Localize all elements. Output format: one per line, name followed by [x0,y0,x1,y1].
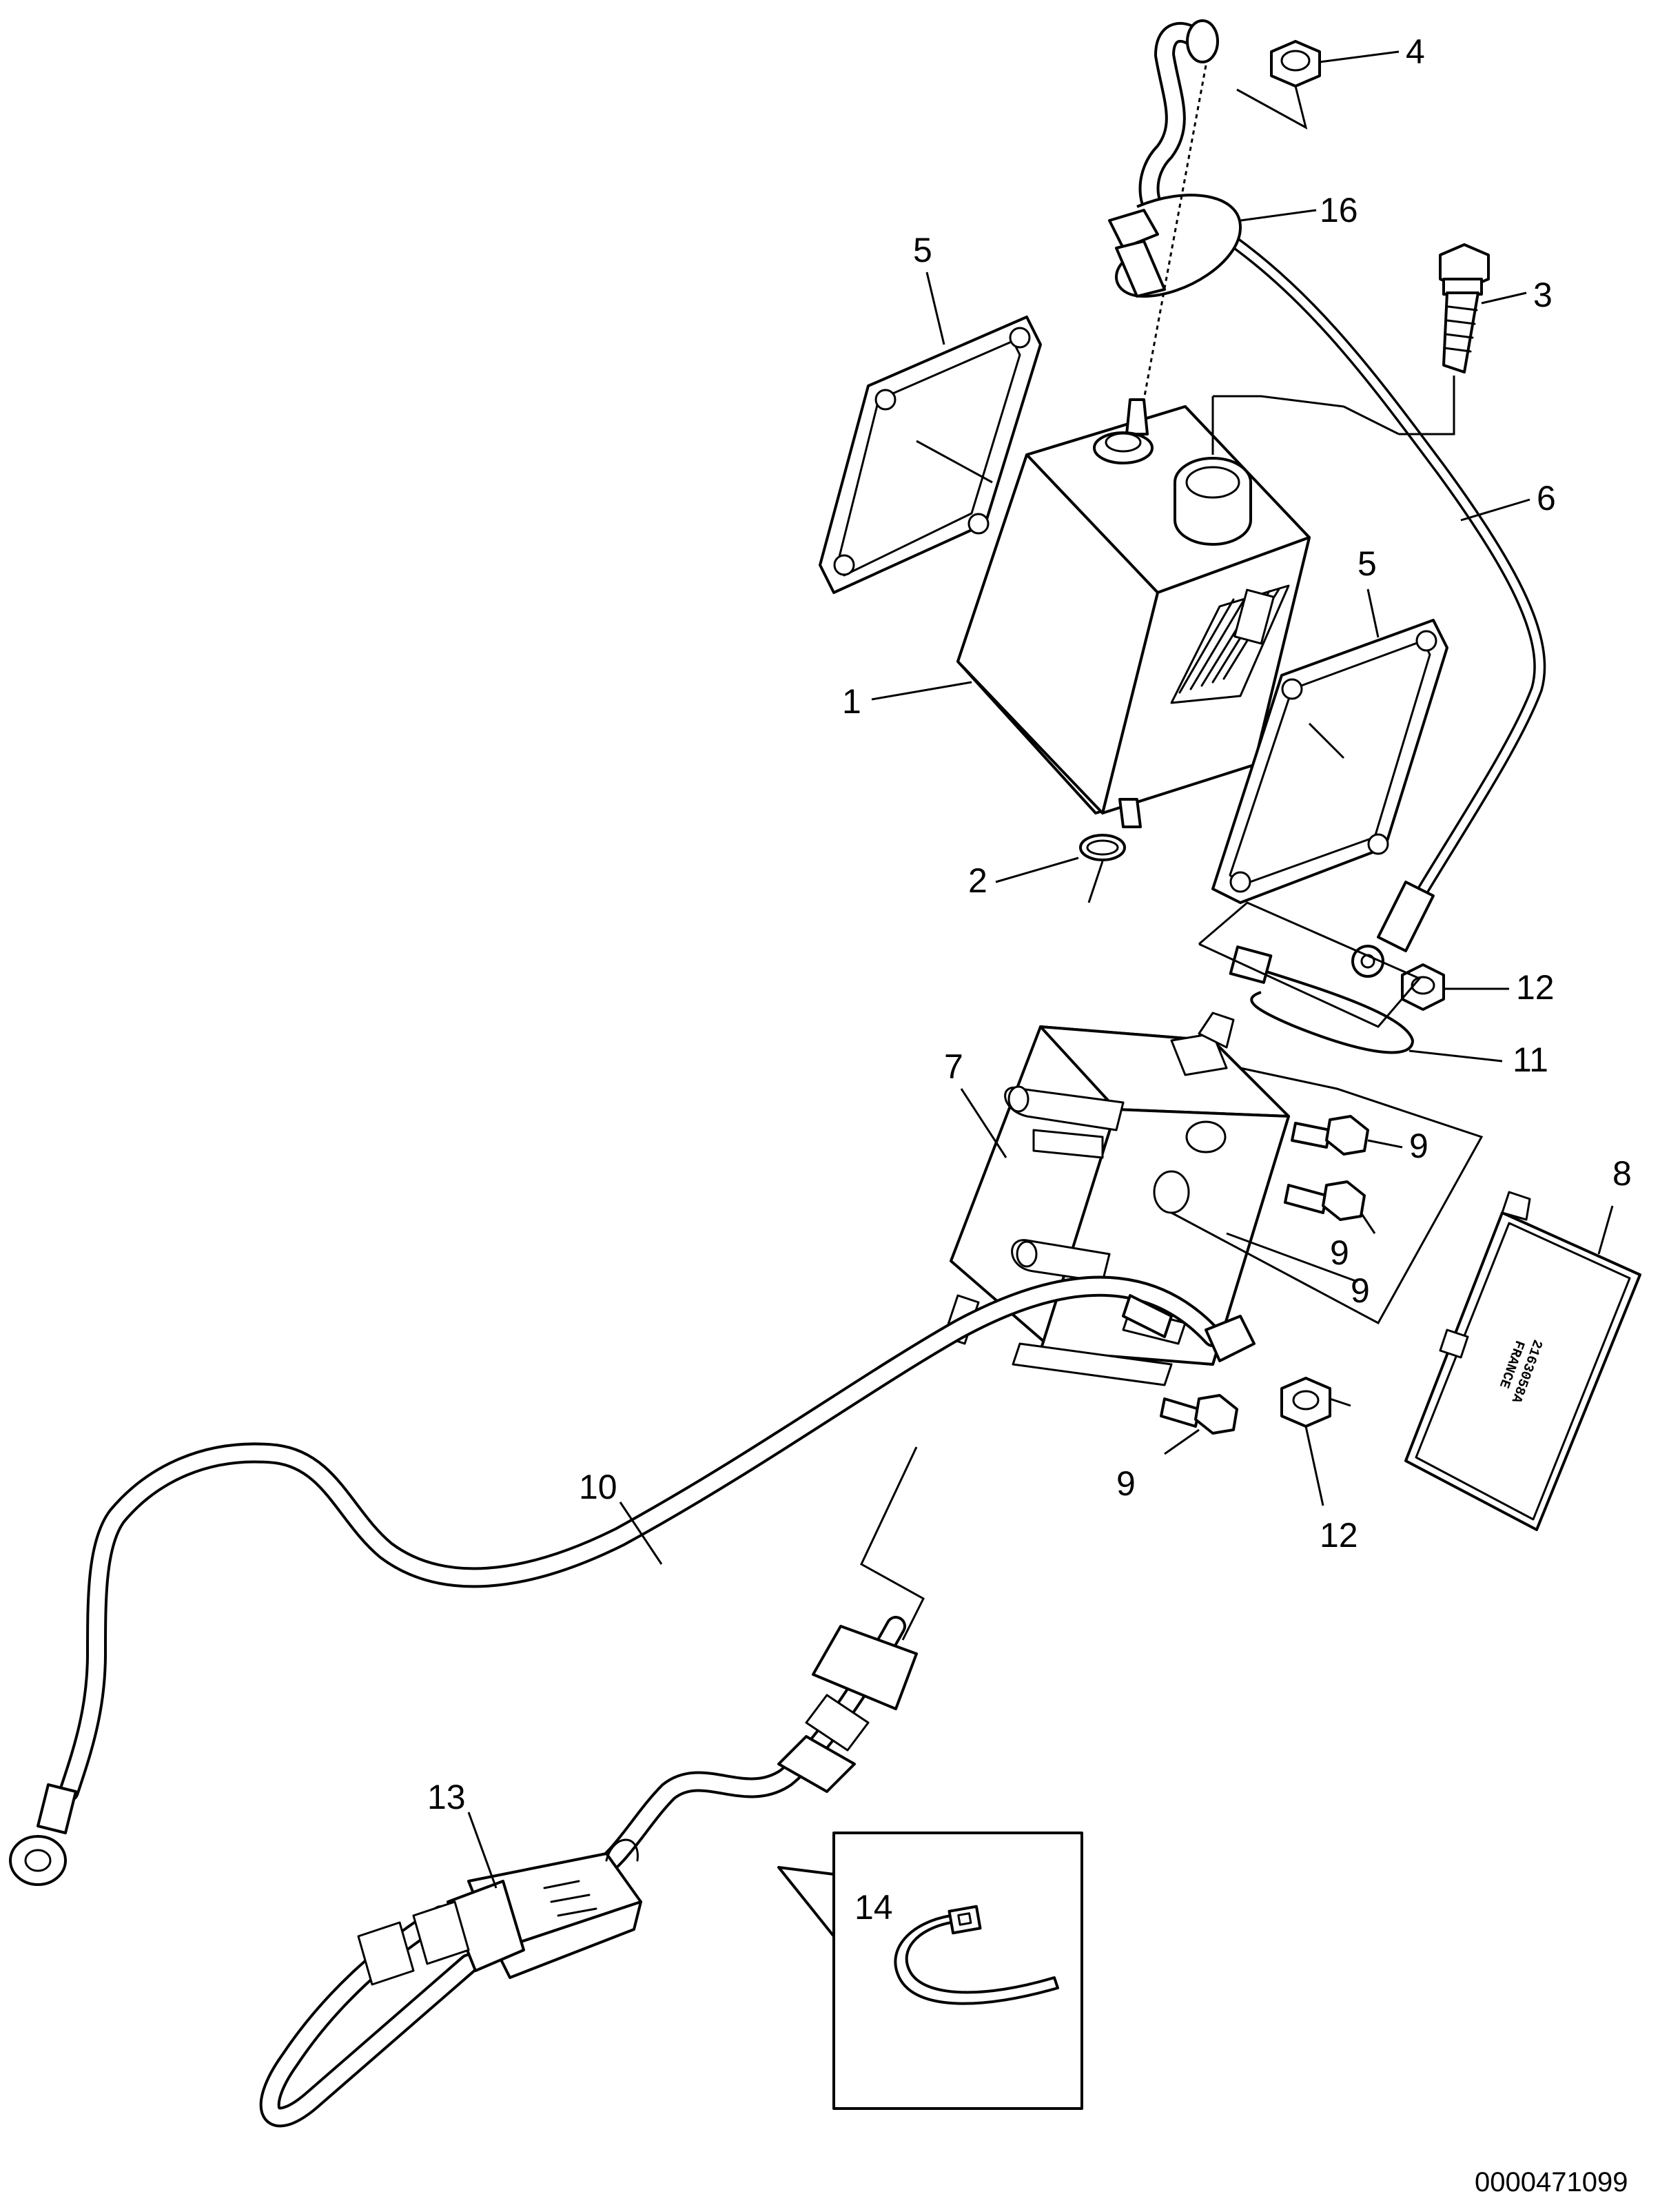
strap-11 [1229,945,1414,1054]
callout-14: 14 [854,1888,893,1927]
cable-10 [9,1275,1256,1886]
clamp-16 [1108,194,1242,298]
callout-1: 1 [842,682,861,721]
nut-12-lower [1280,1377,1331,1428]
callout-16: 16 [1320,191,1358,229]
module-1 [956,398,1311,828]
callout-9-d: 9 [1116,1464,1136,1503]
callout-13: 13 [427,1778,466,1816]
harness-13 [259,1616,918,2128]
gasket-5-right [1211,619,1448,904]
callout-12-upper: 12 [1516,968,1555,1007]
callout-6: 6 [1537,479,1556,517]
o-ring-2 [1079,834,1126,861]
bolt-9-c [1160,1394,1238,1435]
callout-5-left: 5 [913,231,932,269]
callout-5-right: 5 [1358,544,1377,583]
callout-12-lower: 12 [1320,1516,1358,1555]
ground-cable-6 [1207,221,1546,978]
detail-box-14 [777,1832,1083,2110]
callout-7: 7 [944,1047,963,1086]
callout-10: 10 [579,1468,617,1506]
top-hose [1138,19,1219,231]
callout-11: 11 [1513,1040,1548,1079]
gasket-5-left [819,316,1042,594]
document-id: 0000471099 [1475,2167,1628,2197]
callout-9-b: 9 [1330,1233,1349,1272]
bolt-3 [1439,243,1490,373]
nut-4 [1270,40,1321,88]
callout-2: 2 [968,861,987,900]
nut-12-upper [1401,963,1445,1011]
callout-3: 3 [1533,276,1553,314]
cable-tie-14 [894,1905,1059,2005]
callout-9-c: 9 [1351,1271,1370,1310]
cover-8: 2163058A FRANCE [1404,1191,1641,1531]
callout-9-a: 9 [1409,1127,1428,1165]
leader-lines [467,50,1614,1889]
callout-8: 8 [1612,1154,1632,1193]
bolt-9-b [1284,1180,1366,1221]
callout-4: 4 [1406,32,1425,71]
callouts: 4 16 5 3 6 5 1 2 12 7 11 9 8 9 9 10 9 12… [427,32,1632,1927]
bolt-9-a [1291,1115,1369,1156]
